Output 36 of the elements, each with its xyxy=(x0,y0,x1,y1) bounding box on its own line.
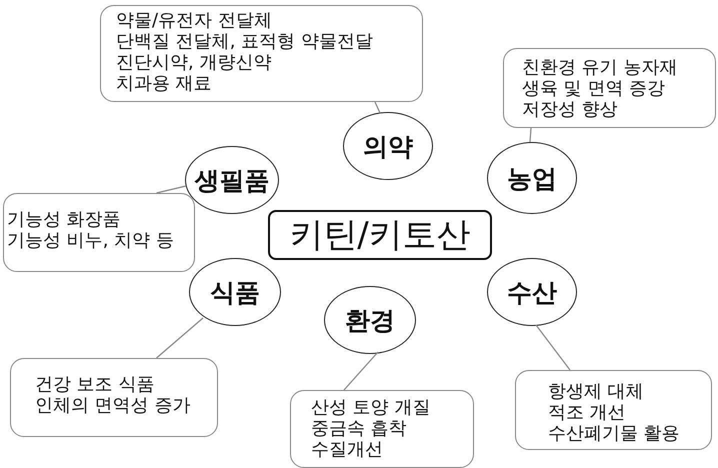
category-ellipse: 식품 xyxy=(189,258,281,326)
callout-box xyxy=(503,48,716,128)
leader-line xyxy=(529,128,532,142)
list-item: 치과용 재료 xyxy=(116,73,213,94)
list-item: 수질개선 xyxy=(311,439,384,460)
list-item: 저장성 향상 xyxy=(522,99,619,120)
list-item: 항생제 대체 xyxy=(548,381,645,402)
list-item: 기능성 비누, 치약 등 xyxy=(7,230,175,251)
list-item: 적조 개선 xyxy=(548,402,627,423)
leader-line xyxy=(536,324,570,370)
list-item: 중금속 흡착 xyxy=(311,418,408,439)
category-ellipse: 수산 xyxy=(487,258,577,326)
list-item: 인체의 면역성 증가 xyxy=(35,395,192,416)
callout-box xyxy=(10,358,218,437)
callout-box xyxy=(100,5,423,102)
leader-line xyxy=(374,102,381,114)
list-item: 약물/유전자 전달체 xyxy=(116,10,273,31)
category-ellipse: 환경 xyxy=(324,286,416,354)
category-ellipse: 의약 xyxy=(343,112,433,180)
list-item: 생육 및 면역 증강 xyxy=(522,78,666,99)
title-box: 키틴/키토산 xyxy=(268,210,492,260)
list-item: 단백질 전달체, 표적형 약물전달 xyxy=(116,31,374,52)
category-ellipse: 생필품 xyxy=(185,146,279,214)
list-item: 산성 토양 개질 xyxy=(311,397,432,418)
category-ellipse: 농업 xyxy=(487,142,577,214)
list-item: 기능성 화장품 xyxy=(7,209,122,230)
list-item: 수산폐기물 활용 xyxy=(548,423,681,444)
leader-line xyxy=(344,352,378,390)
callout-box xyxy=(3,193,195,272)
list-item: 친환경 유기 농자재 xyxy=(522,57,678,78)
list-item: 진단시약, 개량신약 xyxy=(116,52,272,73)
callout-box xyxy=(515,370,712,450)
leader-line xyxy=(156,185,186,194)
leader-line xyxy=(156,318,204,358)
callout-box xyxy=(290,390,474,468)
list-item: 건강 보조 식품 xyxy=(35,374,156,395)
